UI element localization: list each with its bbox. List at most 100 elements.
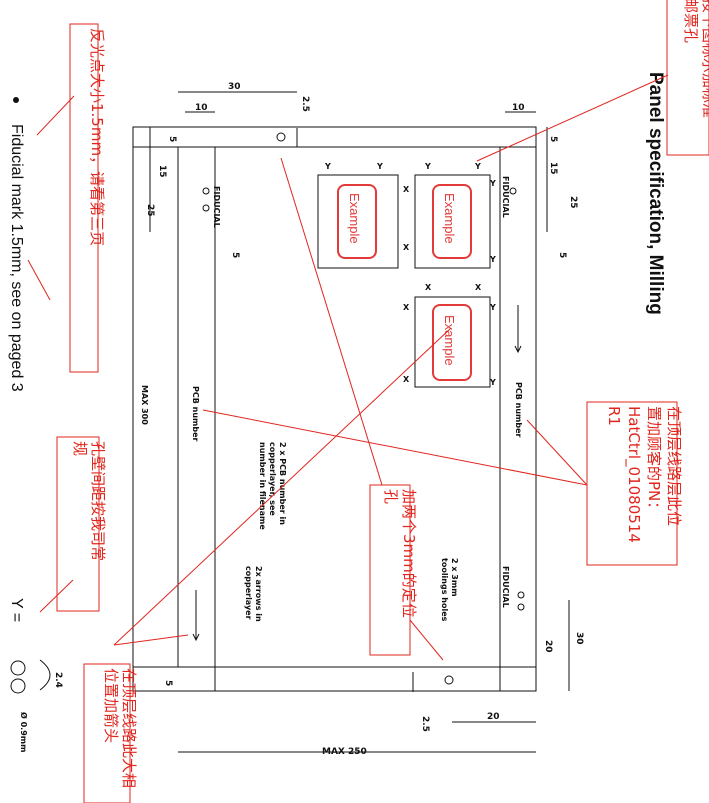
annotation-arrows (83, 663, 131, 803)
annotation-tooling-holes-text: 加两个3mm的定位 (400, 489, 418, 618)
example-board-3: Example (414, 296, 491, 388)
example-label: Example (347, 193, 362, 244)
y-equals-label: Y = (8, 598, 25, 622)
pcb-number-label: PCB number (191, 386, 200, 441)
fiducial-circle (202, 187, 210, 195)
panel-outline (132, 126, 537, 692)
example-label: Example (442, 193, 457, 244)
max-300-label: MAX 300 (140, 385, 149, 425)
dim-2-4-small: 2.4 (53, 672, 63, 688)
annotation-customer-pn-text: 置加顾客的PN： (645, 406, 663, 516)
dim-30-top: 30 (228, 82, 241, 92)
example-stamp (432, 304, 472, 381)
annotation-customer-pn (586, 401, 678, 566)
annotation-stamp-holes-text: 按下图标示加标准 (700, 0, 709, 118)
annotation-stamp-holes (666, 0, 709, 156)
fiducial-circle (202, 204, 210, 212)
y-marker: Y (489, 255, 496, 264)
dim-2-5-bottom: 2.5 (420, 716, 430, 732)
strike-line (27, 259, 51, 301)
dim-30-bottom: 30 (574, 632, 584, 645)
dim-5-bottom: 5 (163, 680, 173, 686)
fiducial-circle (517, 591, 525, 599)
dim-5-left: 5 (167, 136, 177, 142)
y-marker: Y (424, 162, 431, 171)
dim-25-left: 25 (145, 204, 155, 217)
callout-line (113, 634, 189, 646)
x-marker: X (403, 185, 410, 194)
x-marker: X (403, 243, 410, 252)
note-arrows: 2x arrows in (254, 566, 263, 622)
x-marker: X (403, 375, 410, 384)
y-marker: Y (324, 162, 331, 171)
dim-dia-small: Ø 0.9mm (19, 712, 29, 752)
annotation-hole-spacing-text: 孔壁间距按我司常 (89, 441, 107, 561)
dim-10-top: 10 (195, 103, 208, 113)
tooling-hole (276, 132, 286, 142)
stamp-hole (10, 678, 26, 694)
y-marker: Y (474, 162, 481, 171)
dim-20-bottom-2: 20 (487, 712, 500, 722)
note-holes: toolings holes (440, 558, 449, 622)
callout-line (409, 619, 444, 661)
callout-line (36, 95, 75, 136)
bullet-text: Fiducial mark 1.5mm, see on paged 3 (8, 124, 25, 392)
dim-20-bottom: 20 (543, 640, 553, 653)
example-label: Example (442, 315, 457, 366)
annotation-customer-pn-text: HatCtrl_01080514 (624, 406, 643, 543)
fiducial-label: FIDUCIAL (501, 176, 510, 218)
example-board-2: Example (414, 174, 491, 269)
example-stamp (337, 184, 377, 259)
note-arrows: copperlayer (244, 566, 253, 620)
example-board-1: Example (317, 174, 399, 269)
pcb-number-label: PCB number (514, 382, 523, 437)
annotation-customer-pn-text: 在顶层线路层此位 (665, 406, 683, 526)
dim-15-left: 15 (157, 165, 167, 178)
bullet-dot (13, 97, 19, 103)
stamp-curve (39, 659, 51, 691)
fiducial-label: FIDUCIAL (501, 566, 510, 608)
dim-25-right: 25 (568, 196, 578, 209)
page-title: Panel specification, Milling (645, 72, 666, 315)
dim-10-right: 10 (512, 103, 525, 113)
board-outline (414, 174, 491, 269)
x-marker: X (403, 303, 410, 312)
note-pcb-number: number in filename (258, 442, 267, 530)
max-250-label: MAX 250 (322, 747, 367, 757)
y-marker: Y (489, 179, 496, 188)
annotation-hole-spacing (56, 436, 100, 612)
y-marker: Y (376, 162, 383, 171)
copper-arrow-head (514, 345, 522, 354)
note-pcb-number: copperlayer, see (268, 442, 277, 516)
annotation-arrows-text: 位置加箭头 (102, 668, 120, 743)
board-outline (414, 296, 491, 388)
callout-line (280, 157, 383, 486)
annotation-fiducial-size-text: 反光点大小1.5mm，请看第三页 (88, 28, 106, 246)
x-marker: X (425, 283, 432, 292)
note-pcb-number: 2 x PCB number in (278, 442, 287, 525)
annotation-arrows-text: 在顶层线路此大相 (120, 668, 138, 788)
y-marker: Y (489, 378, 496, 387)
callout-line (526, 419, 588, 486)
copper-arrow-head (192, 633, 200, 642)
annotation-stamp-holes-text: 邮票孔 (682, 0, 700, 43)
stamp-hole (10, 660, 26, 676)
fiducial-label: FIDUCIAL (212, 186, 221, 228)
dim-5-mid2: 5 (557, 252, 567, 258)
annotation-tooling-holes-text: 孔 (382, 489, 400, 504)
board-outline (317, 174, 399, 269)
callout-line (476, 74, 669, 162)
stamp-hole-detail: 2.4 Ø 0.9mm (10, 659, 63, 752)
callout-line (202, 409, 588, 486)
x-marker: X (475, 283, 482, 292)
callout-line (113, 327, 452, 646)
annotation-hole-spacing-text: 规 (71, 441, 89, 456)
annotation-fiducial-size (69, 23, 99, 373)
dim-15-right: 15 (548, 162, 558, 175)
note-holes: 2 x 3mm (450, 558, 459, 597)
dim-5-mid: 5 (230, 252, 240, 258)
dim-2-5-top: 2.5 (300, 96, 310, 112)
annotation-customer-pn-text: R1 (605, 406, 623, 426)
example-stamp (432, 184, 472, 259)
